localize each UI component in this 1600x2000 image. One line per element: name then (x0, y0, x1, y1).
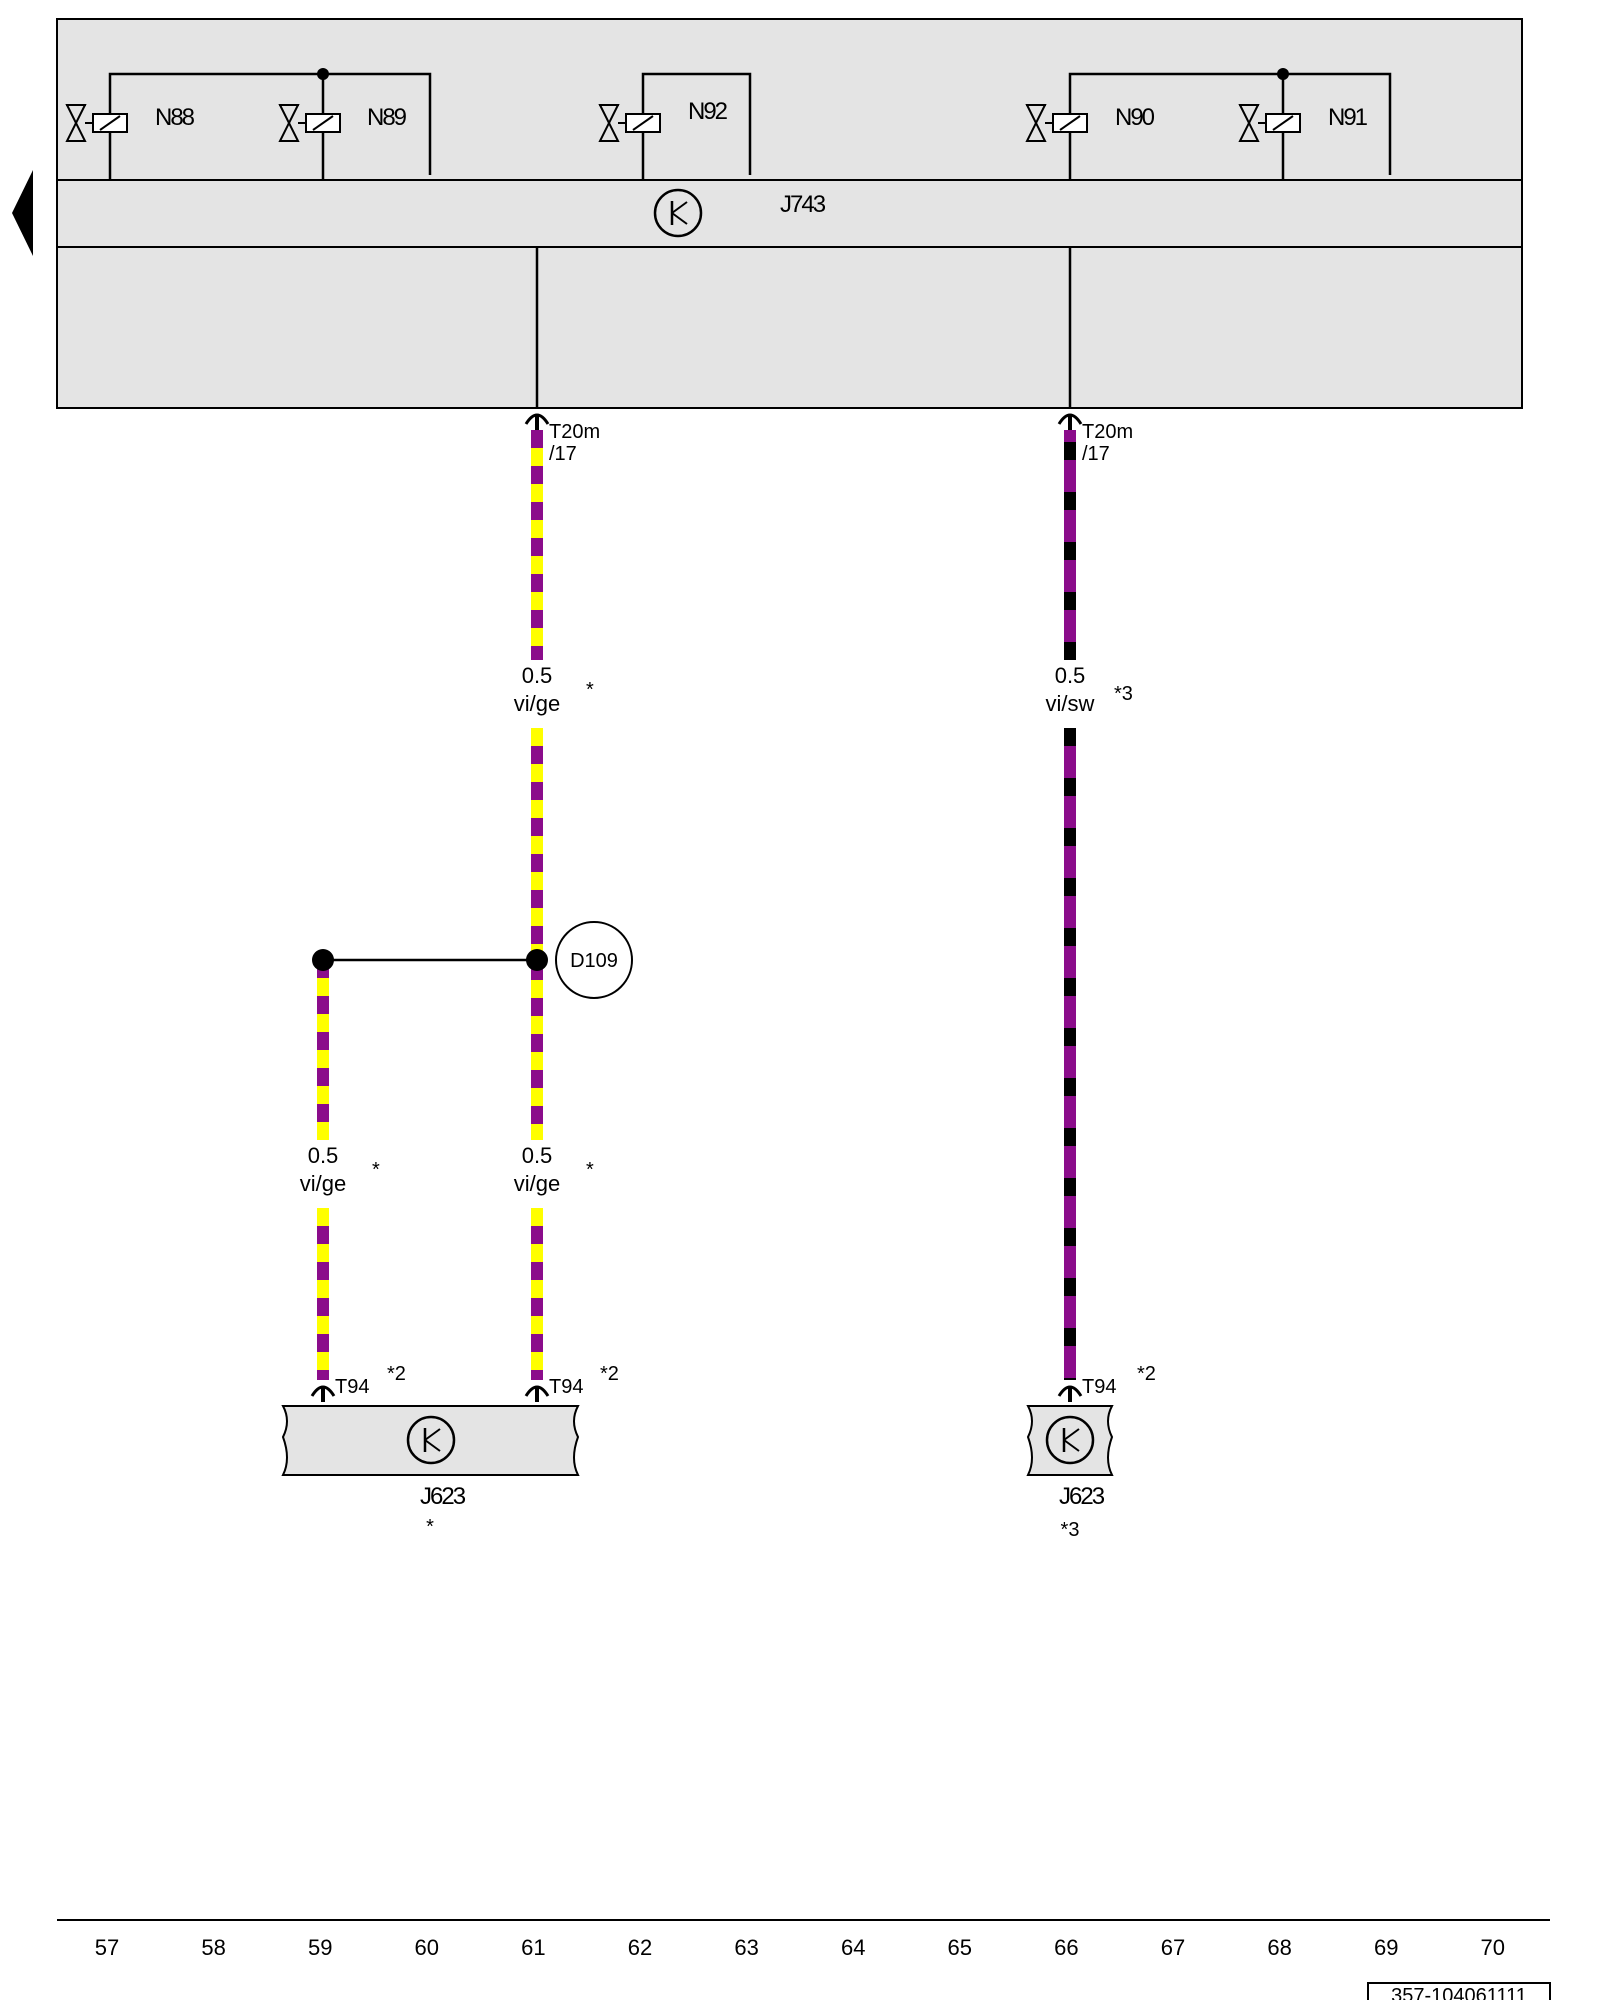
connector-note: *2 (1137, 1363, 1156, 1385)
connector-t94-label: T94 (549, 1376, 583, 1398)
connector-t20m-label: T20m (549, 421, 600, 443)
wire-size: 0.5 (522, 663, 553, 688)
wire-note: * (372, 1159, 380, 1181)
footer-column-number: 63 (734, 1935, 758, 1960)
footer-column-number: 67 (1161, 1935, 1185, 1960)
connector-note: *2 (600, 1363, 619, 1385)
connector-icon (1057, 1384, 1083, 1404)
footer-column-number: 66 (1054, 1935, 1078, 1960)
solenoid-n89 (278, 104, 341, 142)
splice-marker (555, 921, 633, 999)
ecu-left-box (281, 1405, 580, 1476)
solenoid-n88 (65, 104, 128, 142)
wire-note: * (586, 679, 594, 701)
wire-size: 0.5 (522, 1143, 553, 1168)
connector-icon (524, 1384, 550, 1404)
connector-t20m-pin: /17 (549, 443, 577, 465)
footer-column-number: 59 (308, 1935, 332, 1960)
connector-t94-label: T94 (335, 1376, 369, 1398)
connector-t94-label: T94 (1082, 1376, 1116, 1398)
connector-icon (1057, 412, 1083, 432)
footer-column-number: 61 (521, 1935, 545, 1960)
connector-t20m-pin: /17 (1082, 443, 1110, 465)
control-unit-label: J743 (780, 191, 826, 218)
connector-note: *2 (387, 1363, 406, 1385)
wire-color-code: vi/ge (514, 1171, 560, 1196)
ecu-left-label: J623 (420, 1483, 466, 1510)
ecu-right-note: *3 (1061, 1519, 1080, 1541)
wire-size: 0.5 (1055, 663, 1086, 688)
connector-t20m-label: T20m (1082, 421, 1133, 443)
footer-column-number: 57 (95, 1935, 119, 1960)
wire-color-code: vi/sw (1046, 691, 1095, 716)
ecu-left-note: * (426, 1516, 434, 1538)
footer-column-number: 68 (1267, 1935, 1291, 1960)
transmission-module-box (56, 18, 1523, 409)
wire-color-code: vi/ge (300, 1171, 346, 1196)
footer-column-number: 60 (415, 1935, 439, 1960)
connector-icon (310, 1384, 336, 1404)
solenoid-label: N89 (367, 104, 407, 131)
footer-column-number: 64 (841, 1935, 865, 1960)
footer-column-number: 58 (201, 1935, 225, 1960)
doc-id-box (1367, 1982, 1551, 2000)
junction-dot (526, 949, 548, 971)
footer-column-numbers: 57 58 59 60 61 62 63 64 65 66 67 68 69 70 (95, 1935, 1505, 1960)
connector-icon (524, 412, 550, 432)
solenoid-label: N91 (1328, 104, 1368, 131)
solenoid-n90 (1025, 104, 1088, 142)
solenoid-n91 (1238, 104, 1301, 142)
wire-size: 0.5 (308, 1143, 339, 1168)
wire-note: * (586, 1159, 594, 1181)
ecu-right-label: J623 (1059, 1483, 1105, 1510)
footer-column-number: 70 (1481, 1935, 1505, 1960)
solenoid-label: N92 (688, 98, 728, 125)
doc-id: 357-104061111 (1391, 1985, 1527, 2000)
wire-color-code: vi/ge (514, 691, 560, 716)
footer-column-number: 69 (1374, 1935, 1398, 1960)
wire-note: *3 (1114, 683, 1133, 705)
junction-dot (312, 949, 334, 971)
page-back-arrow-icon[interactable] (12, 170, 33, 256)
ecu-right-box (1026, 1405, 1114, 1476)
footer-column-number: 65 (948, 1935, 972, 1960)
splice-label: D109 (570, 950, 618, 972)
solenoid-label: N90 (1115, 104, 1155, 131)
solenoid-label: N88 (155, 104, 195, 131)
footer-column-number: 62 (628, 1935, 652, 1960)
solenoid-n92 (598, 104, 661, 142)
